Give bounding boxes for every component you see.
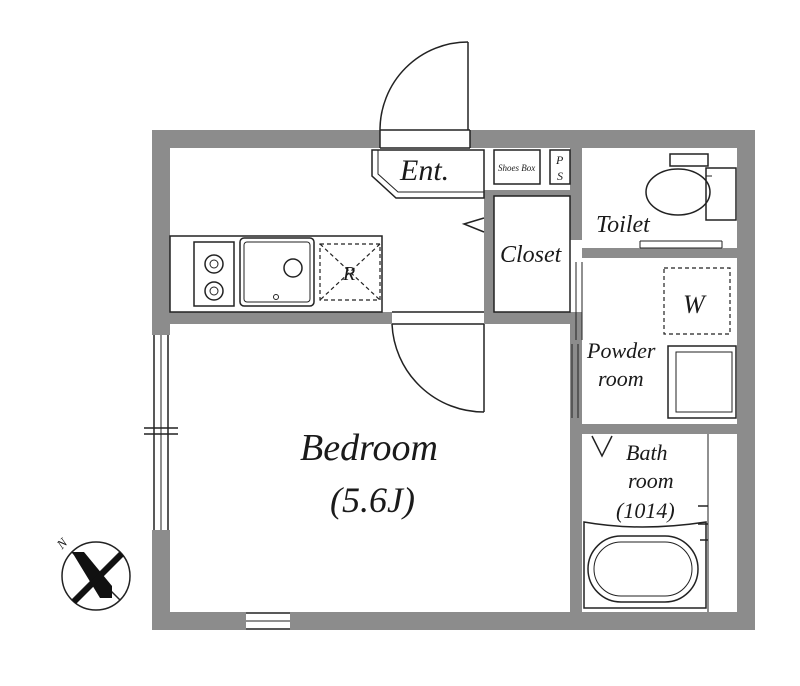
shoes-box-label: Shoes Box [498,163,535,173]
bathtub [583,521,707,609]
kitchen-counter [169,235,383,313]
refrigerator-label: R [342,263,355,285]
bedroom-window-west [144,335,178,530]
pipe-space [549,149,571,185]
bath-room-label-3: (1014) [616,498,675,523]
powder-room-label-2: room [598,366,644,391]
compass [61,541,131,611]
washer-label: W [683,290,707,319]
bath-door-marker [591,435,613,458]
bedroom-label: Bedroom [300,427,438,469]
powder-room-label-1: Powder [586,338,656,363]
bedroom-door [391,311,485,413]
entrance-label: Ent. [399,154,449,187]
entrance-door [379,41,471,149]
ps-label-s: S [557,169,563,183]
entrance-step [371,149,485,199]
shower-faucet [698,505,708,541]
bath-room-label-2: room [628,468,674,493]
compass-north-label: N [53,534,71,552]
closet-label: Closet [500,242,563,268]
bath-room-label-1: Bath [626,440,668,465]
outer-walls [152,130,755,630]
interior-walls [170,148,737,612]
toilet-label: Toilet [596,212,651,238]
powder-room-door [571,262,583,418]
shoes-box [493,149,541,185]
toilet-fixture [645,153,737,221]
vanity [667,345,737,419]
bedroom-size-label: (5.6J) [330,480,415,520]
ps-label-p: P [555,153,564,167]
bedroom-window-south [246,612,290,630]
washer-space [663,267,731,335]
north-arrow-icon [72,552,112,598]
toilet-door [639,240,723,249]
door-marker [461,217,485,233]
refrigerator-space [319,243,381,301]
closet [493,195,571,313]
